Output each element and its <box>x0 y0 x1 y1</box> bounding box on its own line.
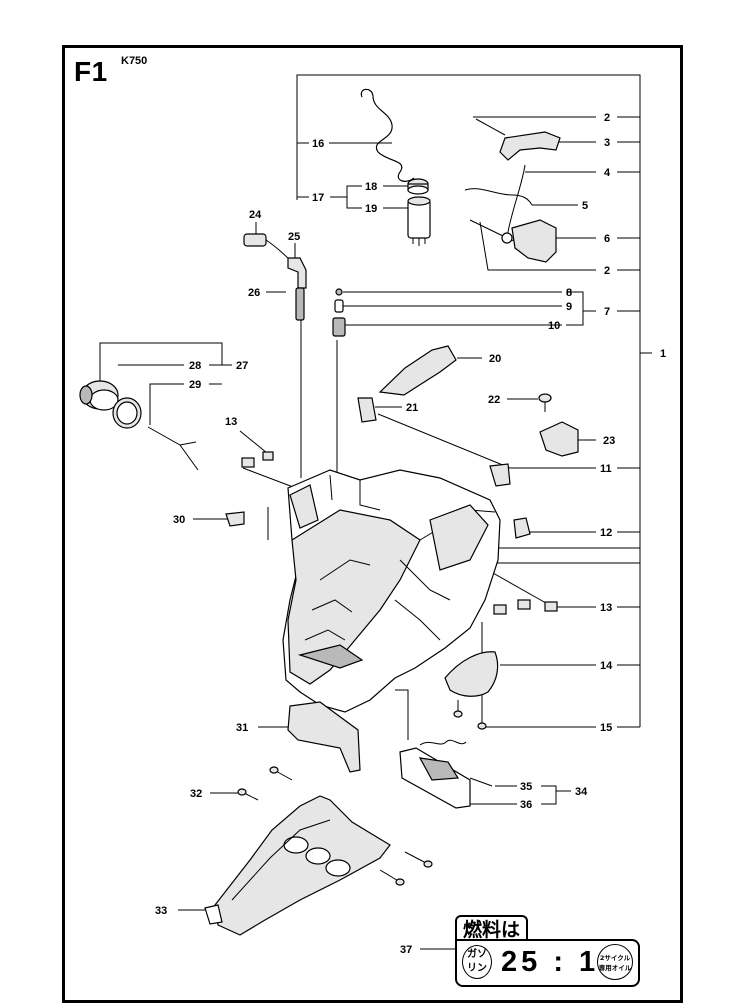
callout-25: 25 <box>288 231 300 243</box>
callout-37: 37 <box>400 944 412 956</box>
fuel-tank-plug-set <box>332 288 346 337</box>
callout-23: 23 <box>603 435 615 447</box>
callout-2a: 2 <box>604 112 610 124</box>
bracket-12 <box>513 517 531 539</box>
callout-30: 30 <box>173 514 185 526</box>
rubber-pad-left <box>241 457 255 468</box>
callout-27: 27 <box>236 360 248 372</box>
callout-2b: 2 <box>604 265 610 277</box>
part-30 <box>225 511 245 527</box>
throttle-trigger <box>499 131 561 161</box>
callout-labels: 1 2 3 4 5 6 2 7 8 9 10 11 12 13 13 14 15… <box>155 112 666 956</box>
gasoline-text-2: リン <box>467 963 487 974</box>
rubber-pad-right <box>493 604 507 615</box>
intake-bellows <box>79 380 119 411</box>
leader-lines <box>99 74 652 950</box>
vibration-damper <box>399 739 493 809</box>
callout-10: 10 <box>548 320 560 332</box>
callout-21: 21 <box>406 402 418 414</box>
model-label: K750 <box>121 55 148 67</box>
screws-32 <box>237 766 433 886</box>
callout-35: 35 <box>520 781 532 793</box>
oil-text-2: 専用オイル <box>598 964 632 972</box>
callout-11: 11 <box>600 463 612 475</box>
hose-clip-11 <box>489 463 511 487</box>
callout-13a: 13 <box>225 416 237 428</box>
callout-1: 1 <box>660 348 666 360</box>
cable-tie <box>147 426 199 471</box>
rubber-pad-right-2 <box>517 599 531 610</box>
gasoline-badge: ガソ リン <box>462 945 492 979</box>
bracket-31 <box>287 701 361 773</box>
fuel-label-body: ガソ リン 25 : 1 2サイクル 専用オイル <box>455 939 640 987</box>
callout-29: 29 <box>189 379 201 391</box>
callout-13b: 13 <box>600 602 612 614</box>
callout-20: 20 <box>489 353 501 365</box>
callout-16: 16 <box>312 138 324 150</box>
drawing-frame <box>62 45 683 1003</box>
oil-text-1: 2サイクル <box>599 954 631 962</box>
cable-clip <box>357 397 377 423</box>
trigger-spring <box>507 164 526 241</box>
callout-6: 6 <box>604 233 610 245</box>
callout-3: 3 <box>604 137 610 149</box>
callout-34: 34 <box>575 786 588 798</box>
callout-24: 24 <box>249 209 262 221</box>
cover-catch <box>539 421 579 457</box>
callout-33: 33 <box>155 905 167 917</box>
callout-19: 19 <box>365 203 377 215</box>
callout-36: 36 <box>520 799 532 811</box>
fuel-filter-grommet <box>407 178 429 195</box>
callout-15: 15 <box>600 722 612 734</box>
throttle-lockout <box>469 219 557 263</box>
screw-22 <box>538 393 552 412</box>
fuel-label-heading: 燃料は <box>455 915 529 943</box>
fuel-mix-label: 燃料は ガソ リン 25 : 1 2サイクル 専用オイル <box>455 915 640 987</box>
callout-18: 18 <box>365 181 377 193</box>
callout-17: 17 <box>312 192 324 204</box>
callout-14: 14 <box>600 660 613 672</box>
gasoline-text-1: ガソ <box>467 949 487 960</box>
callout-5: 5 <box>582 200 588 212</box>
bottom-plate <box>204 795 391 936</box>
callout-22: 22 <box>488 394 500 406</box>
callout-9: 9 <box>566 301 572 313</box>
fuel-tank-housing <box>282 469 501 713</box>
callout-28: 28 <box>189 360 201 372</box>
fuel-ratio: 25 : 1 <box>501 946 600 978</box>
sheet-id: F1 <box>74 56 108 87</box>
callout-4: 4 <box>604 167 611 179</box>
callout-8: 8 <box>566 287 572 299</box>
callout-32: 32 <box>190 788 202 800</box>
rubber-pad-right-3 <box>544 601 558 612</box>
screw-15 <box>453 700 487 730</box>
clamp-ring <box>112 397 142 429</box>
callout-12: 12 <box>600 527 612 539</box>
callout-7: 7 <box>604 306 610 318</box>
spring-pin <box>475 118 506 136</box>
handle-bracket <box>378 345 457 396</box>
handle-grip <box>444 651 499 697</box>
fuel-filter <box>407 196 431 246</box>
oil-badge: 2サイクル 専用オイル <box>597 944 633 980</box>
throttle-wire <box>464 188 533 206</box>
callout-31: 31 <box>236 722 248 734</box>
fuel-hose-fitting <box>287 257 307 321</box>
rubber-pad-left-2 <box>262 451 274 461</box>
callout-26: 26 <box>248 287 260 299</box>
